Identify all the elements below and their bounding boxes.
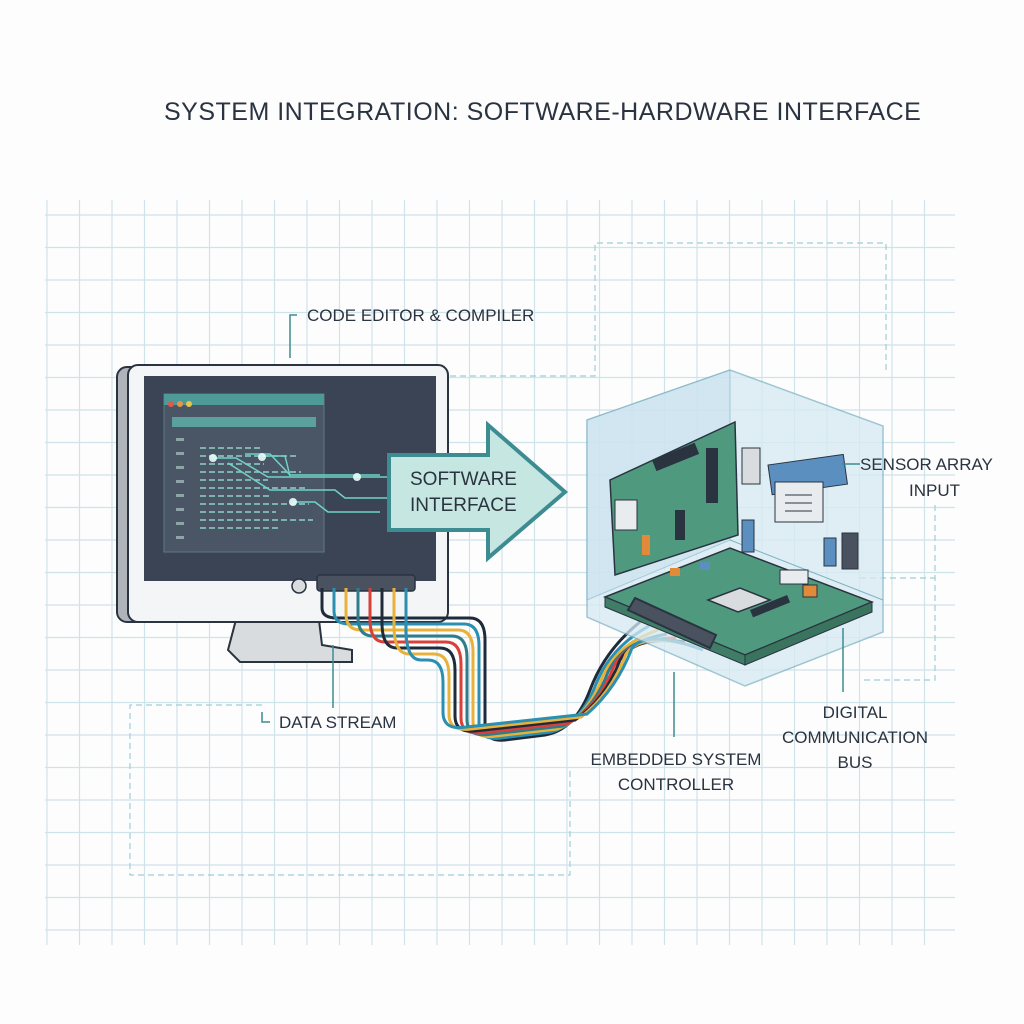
window-close-dot [168,401,174,407]
sidebar-icon [176,508,184,511]
software-interface-label-line2: INTERFACE [410,495,517,516]
page-title: SYSTEM INTEGRATION: SOFTWARE-HARDWARE IN… [164,98,921,126]
embedded-label-line2: CONTROLLER [618,775,734,794]
sidebar-icon [176,522,184,525]
dashed-frame-top [440,242,887,377]
cap-blue-2 [823,537,837,567]
relay [802,584,818,598]
window-titlebar [164,394,324,405]
data-cable-wire [404,588,704,730]
ic-chip [706,448,718,503]
hardware-enclosure [586,369,884,687]
power-button [291,578,307,594]
sidebar-icon [176,536,184,539]
sidebar-icon [176,466,184,469]
sidebar-icon [176,438,184,441]
signal-traces [213,453,388,513]
pin-header [652,442,700,472]
software-interface-label-line1: SOFTWARE [410,469,517,490]
embedded-label-line1: EMBEDDED SYSTEM [591,750,762,769]
sensor-array-label-line1: SENSOR ARRAY [860,455,993,474]
sidebar-icon [176,494,184,497]
capacitor [642,535,650,555]
editor-toolbar [172,417,316,427]
digital-bus-label-line3: BUS [838,753,873,772]
code-editor-label: CODE EDITOR & COMPILER [307,306,534,325]
data-stream-label: DATA STREAM [279,713,396,732]
software-interface-arrow: SOFTWARE INTERFACE [387,420,569,563]
label-leaders [261,463,860,737]
microcontroller-chip [705,587,773,613]
dashed-frame-right [860,505,936,681]
expansion-slot [750,595,791,618]
digital-bus-label-line1: DIGITAL [823,703,888,722]
sensor-display [774,481,824,523]
header-socket [779,569,809,585]
window-min-dot [177,401,183,407]
ic-chip-small [675,510,685,540]
connector-block [614,499,638,531]
cap-large [841,532,859,570]
sensor-module [741,447,761,485]
dashed-frame-bottom [129,704,571,876]
cap-blue [741,519,755,553]
label-code-editor: CODE EDITOR & COMPILER [289,306,534,358]
sidebar-icon [176,452,184,455]
controller-port-block [626,596,718,650]
code-lines [176,438,313,539]
digital-bus-label-line2: COMMUNICATION [782,728,928,747]
sensor-array-label-line2: INPUT [909,481,960,500]
data-cable-bundle [320,588,704,742]
sidebar-icon [176,480,184,483]
window-max-dot [186,401,192,407]
monitor-port-panel [316,574,416,592]
